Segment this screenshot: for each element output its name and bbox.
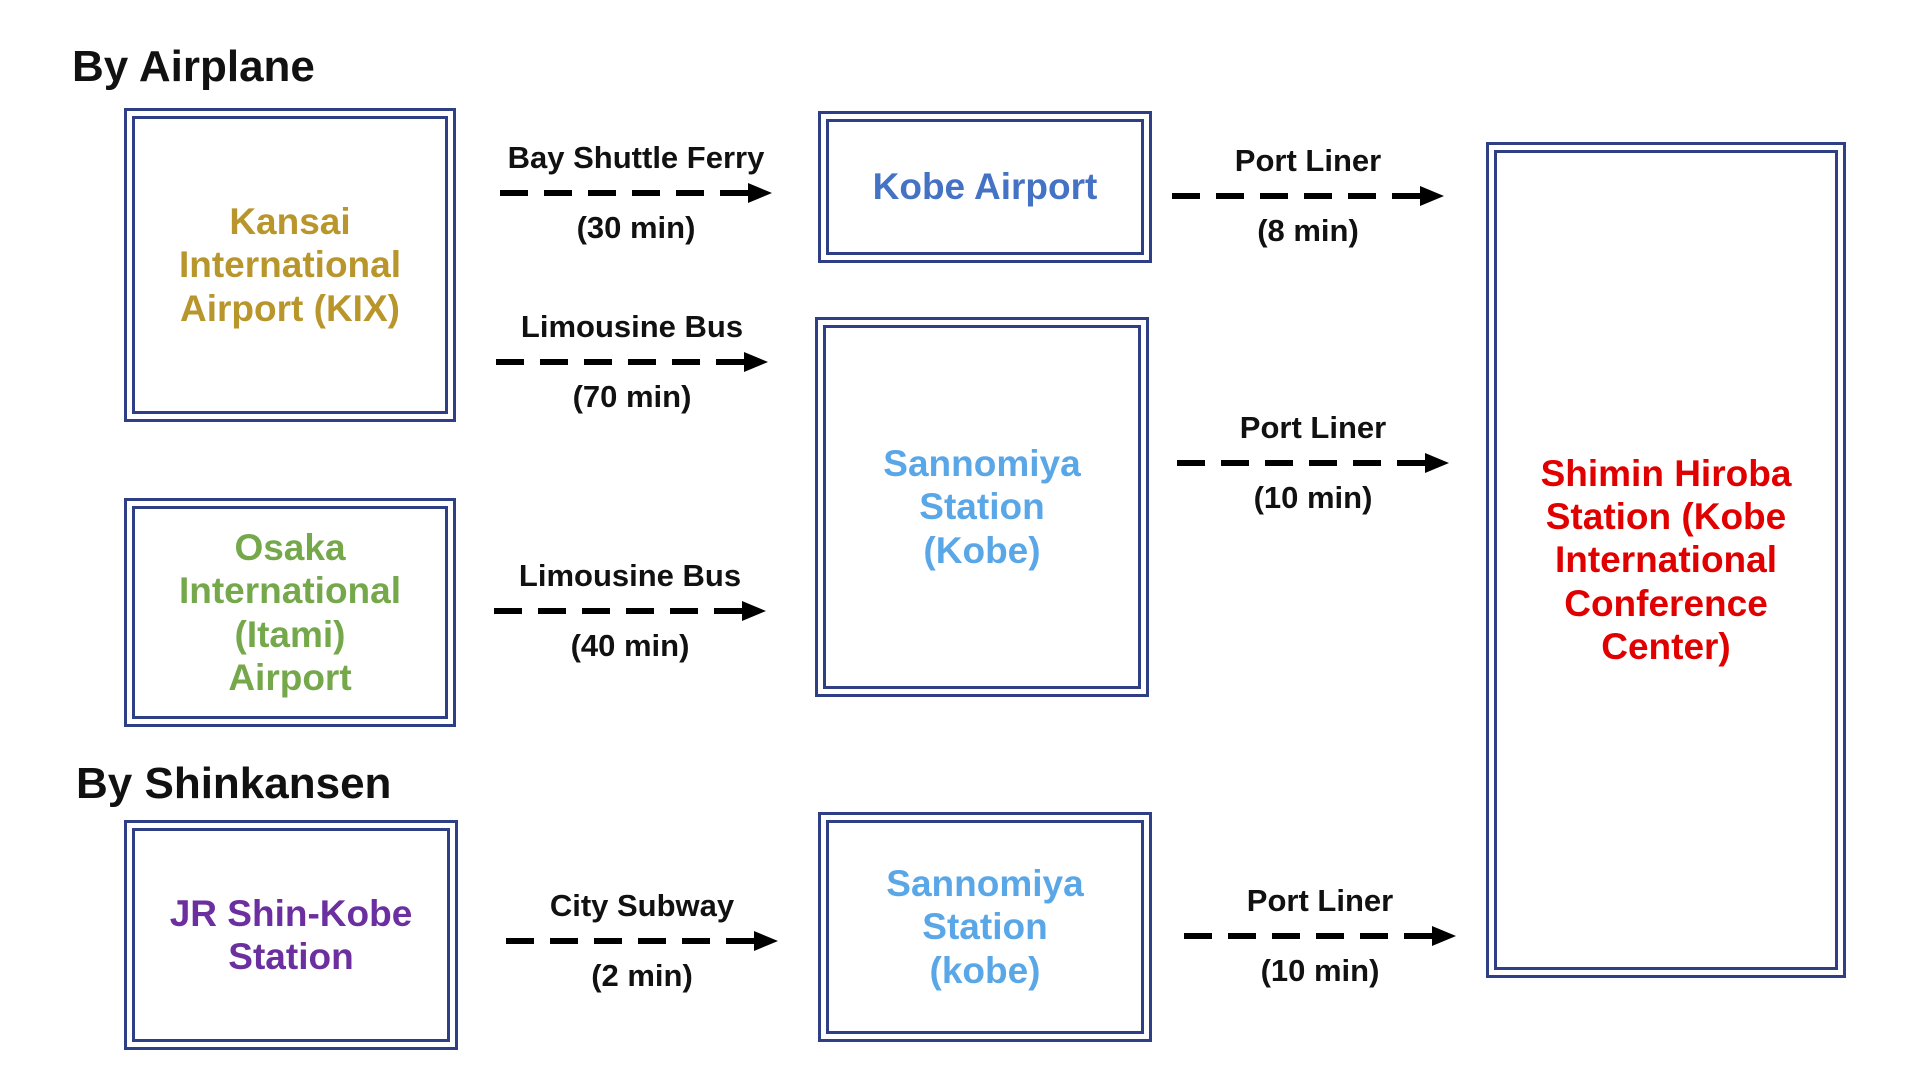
node-sannomiya-station-2-inner: Sannomiya Station (kobe) [826, 820, 1144, 1034]
node-destination-label: Shimin Hiroba Station (Kobe Internationa… [1540, 452, 1792, 667]
edge-bay-shuttle-ferry-mode: Bay Shuttle Ferry [507, 140, 765, 175]
dashed-arrow-icon [494, 601, 766, 621]
dashed-arrow-icon [1184, 926, 1456, 946]
edge-port-liner-1: Port Liner (8 min) [1158, 145, 1458, 255]
node-destination-inner: Shimin Hiroba Station (Kobe Internationa… [1494, 150, 1838, 970]
node-itami-airport-label: Osaka International (Itami) Airport [178, 526, 402, 698]
edge-port-liner-1-mode: Port Liner [1234, 143, 1382, 178]
node-destination: Shimin Hiroba Station (Kobe Internationa… [1486, 142, 1846, 978]
edge-limousine-bus-itami: Limousine Bus (40 min) [480, 560, 780, 670]
edge-limousine-bus-kix-mode: Limousine Bus [520, 309, 744, 344]
edge-city-subway-mode: City Subway [549, 888, 735, 923]
node-shin-kobe-station-label: JR Shin-Kobe Station [169, 892, 413, 977]
node-itami-airport-inner: Osaka International (Itami) Airport [132, 506, 448, 719]
dashed-arrow-icon [1172, 186, 1444, 206]
edge-limousine-bus-kix-time: (70 min) [572, 379, 692, 414]
section-title-airplane: By Airplane [72, 42, 315, 91]
node-sannomiya-station-1-inner: Sannomiya Station (Kobe) [823, 325, 1141, 689]
edge-city-subway: City Subway (2 min) [492, 890, 792, 1000]
node-shin-kobe-station-inner: JR Shin-Kobe Station [132, 828, 450, 1042]
edge-limousine-bus-itami-time: (40 min) [570, 628, 690, 663]
node-kobe-airport-label: Kobe Airport [872, 166, 1098, 208]
dashed-arrow-icon [506, 931, 778, 951]
node-sannomiya-station-2-label: Sannomiya Station (kobe) [886, 863, 1084, 991]
edge-city-subway-time: (2 min) [591, 958, 693, 993]
edge-bay-shuttle-ferry: Bay Shuttle Ferry (30 min) [486, 142, 786, 252]
node-sannomiya-station-1: Sannomiya Station (Kobe) [815, 317, 1149, 697]
node-kansai-airport-label: Kansai International Airport (KIX) [178, 201, 402, 329]
node-kansai-airport-inner: Kansai International Airport (KIX) [132, 116, 448, 414]
node-kobe-airport-inner: Kobe Airport [826, 119, 1144, 255]
node-kobe-airport: Kobe Airport [818, 111, 1152, 263]
edge-limousine-bus-kix: Limousine Bus (70 min) [482, 311, 782, 421]
edge-port-liner-2: Port Liner (10 min) [1163, 412, 1463, 522]
edge-limousine-bus-itami-mode: Limousine Bus [518, 558, 742, 593]
edge-bay-shuttle-ferry-time: (30 min) [576, 210, 696, 245]
node-shin-kobe-station: JR Shin-Kobe Station [124, 820, 458, 1050]
edge-port-liner-3-mode: Port Liner [1246, 883, 1394, 918]
dashed-arrow-icon [500, 183, 772, 203]
dashed-arrow-icon [1177, 453, 1449, 473]
edge-port-liner-2-time: (10 min) [1253, 480, 1373, 515]
node-itami-airport: Osaka International (Itami) Airport [124, 498, 456, 727]
node-kansai-airport: Kansai International Airport (KIX) [124, 108, 456, 422]
edge-port-liner-3: Port Liner (10 min) [1170, 885, 1470, 995]
edge-port-liner-1-time: (8 min) [1257, 213, 1359, 248]
section-title-shinkansen: By Shinkansen [76, 759, 392, 808]
node-sannomiya-station-2: Sannomiya Station (kobe) [818, 812, 1152, 1042]
dashed-arrow-icon [496, 352, 768, 372]
node-sannomiya-station-1-label: Sannomiya Station (Kobe) [883, 443, 1081, 571]
edge-port-liner-2-mode: Port Liner [1239, 410, 1387, 445]
edge-port-liner-3-time: (10 min) [1260, 953, 1380, 988]
